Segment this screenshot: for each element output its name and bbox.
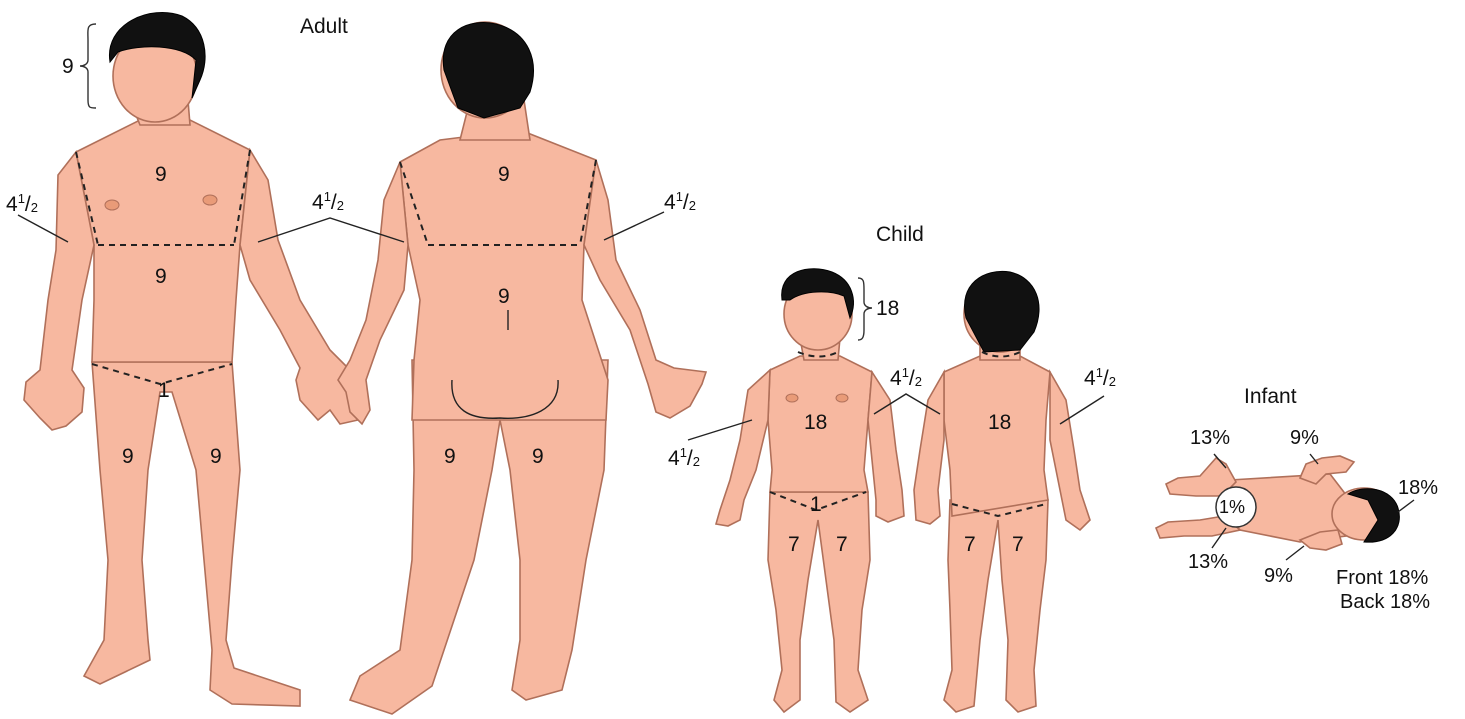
child-front-right-leg-value: 7 xyxy=(836,534,848,555)
child-arm-middle-value: 41/2 xyxy=(890,366,922,389)
child-genital-value: 1 xyxy=(810,494,822,515)
adult-back-right-leg-value: 9 xyxy=(532,446,544,467)
adult-arm-right-leader xyxy=(604,212,664,240)
child-head-brace xyxy=(858,278,872,340)
adult-front-figure xyxy=(24,13,364,706)
adult-genital-value: 1 xyxy=(158,380,170,401)
adult-back-left-leg-value: 9 xyxy=(444,446,456,467)
adult-arm-left-value: 41/2 xyxy=(6,192,38,215)
child-front-figure xyxy=(716,269,904,712)
infant-leg-upper-value: 13% xyxy=(1190,428,1230,448)
child-title: Child xyxy=(876,224,924,245)
adult-title: Adult xyxy=(300,16,348,37)
adult-arm-middle-value: 41/2 xyxy=(312,190,344,213)
adult-head-value: 9 xyxy=(62,56,74,77)
adult-front-right-leg-value: 9 xyxy=(210,446,222,467)
infant-arm-lower-value: 9% xyxy=(1264,566,1293,586)
child-back-figure xyxy=(914,271,1090,712)
child-back-left-leg-value: 7 xyxy=(964,534,976,555)
infant-head-value: 18% xyxy=(1398,478,1438,498)
adult-chest-value: 9 xyxy=(155,164,167,185)
child-arm-right-value: 41/2 xyxy=(1084,366,1116,389)
adult-back-lower-value: 9 xyxy=(498,286,510,307)
child-front-trunk-value: 18 xyxy=(804,412,827,433)
adult-head-brace xyxy=(80,24,96,108)
infant-front-value: Front 18% xyxy=(1336,568,1428,588)
infant-arm-upper-value: 9% xyxy=(1290,428,1319,448)
infant-genital-value: 1% xyxy=(1219,498,1245,516)
infant-leg-lower-value: 13% xyxy=(1188,552,1228,572)
child-arm-left-value: 41/2 xyxy=(668,446,700,469)
adult-abdomen-value: 9 xyxy=(155,266,167,287)
infant-back-value: Back 18% xyxy=(1340,592,1430,612)
adult-back-figure xyxy=(338,22,706,714)
infant-figure xyxy=(1156,456,1399,550)
child-head-value: 18 xyxy=(876,298,899,319)
child-back-right-leg-value: 7 xyxy=(1012,534,1024,555)
child-back-trunk-value: 18 xyxy=(988,412,1011,433)
adult-back-upper-value: 9 xyxy=(498,164,510,185)
adult-front-left-leg-value: 9 xyxy=(122,446,134,467)
child-front-left-leg-value: 7 xyxy=(788,534,800,555)
infant-head-leader xyxy=(1398,500,1414,512)
infant-title: Infant xyxy=(1244,386,1297,407)
infant-arm-lower-leader xyxy=(1286,546,1304,560)
adult-arm-right-value: 41/2 xyxy=(664,190,696,213)
